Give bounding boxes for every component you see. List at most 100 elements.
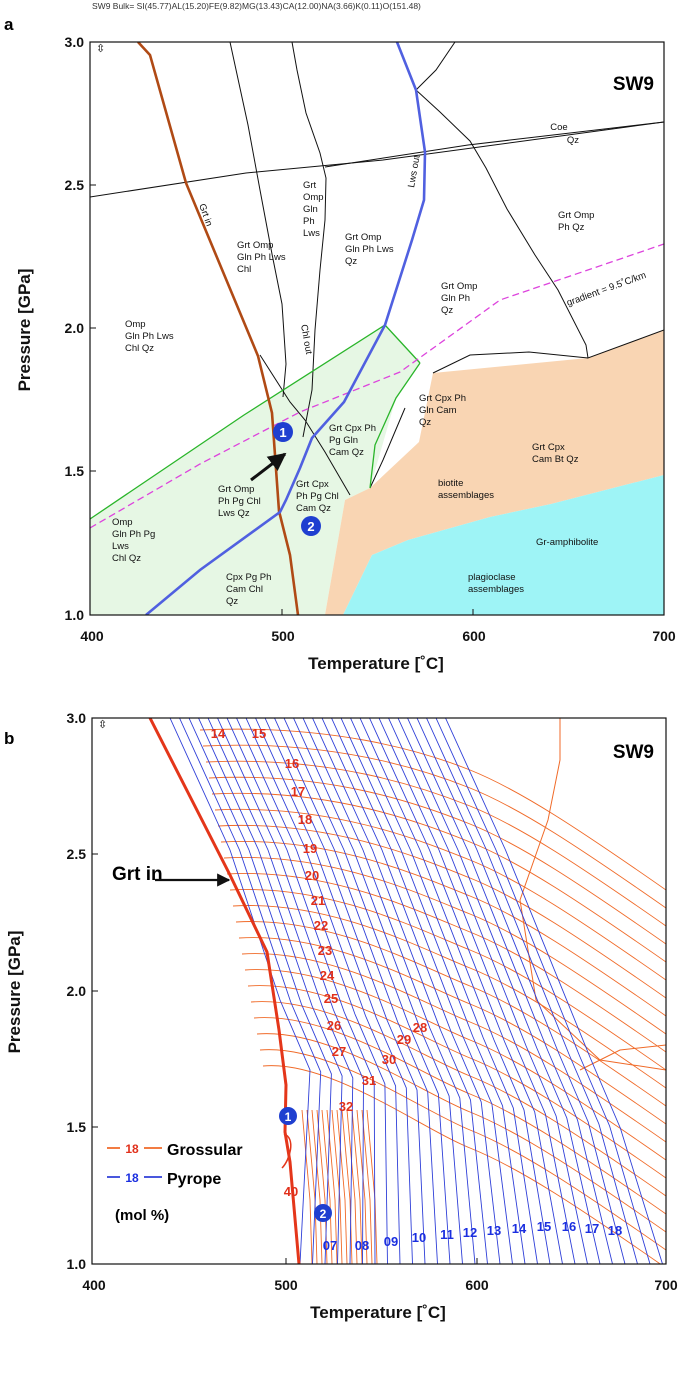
grossular-isopleth bbox=[199, 728, 666, 891]
panel-a-letter: a bbox=[4, 15, 14, 34]
pyrope-isopleth bbox=[255, 718, 413, 1264]
grossular-isopleth-dense bbox=[346, 1109, 358, 1264]
grossular-40-loop bbox=[281, 1133, 292, 1169]
svg-text:16: 16 bbox=[285, 756, 299, 771]
pyrope-isopleth bbox=[378, 718, 576, 1264]
svg-text:1: 1 bbox=[285, 1110, 292, 1124]
svg-text:14: 14 bbox=[211, 726, 226, 741]
grossular-isopleth bbox=[259, 1049, 666, 1251]
pyrope-isopleth bbox=[274, 718, 438, 1264]
grossular-isopleth bbox=[202, 744, 666, 909]
svg-text:700: 700 bbox=[654, 1277, 678, 1293]
grossular-isopleth-dense bbox=[341, 1109, 353, 1264]
svg-text:17: 17 bbox=[291, 784, 305, 799]
pyrope-isopleth bbox=[359, 718, 551, 1264]
marker-2: 2 bbox=[301, 516, 321, 536]
pyrope-isopleth bbox=[198, 718, 343, 1264]
svg-text:1.5: 1.5 bbox=[67, 1119, 87, 1135]
pyrope-isopleth bbox=[217, 718, 364, 1264]
field-gr-amphibolite: Gr-amphibolite bbox=[536, 537, 598, 548]
pyrope-isopleth bbox=[445, 718, 663, 1264]
svg-text:13: 13 bbox=[487, 1223, 501, 1238]
svg-text:08: 08 bbox=[355, 1238, 369, 1253]
marker-2-b: 2 bbox=[314, 1204, 332, 1222]
grossular-isopleth-dense bbox=[321, 1109, 333, 1264]
legend: 18 Grossular 18 Pyrope (mol %) bbox=[107, 1141, 243, 1224]
reaction-lines bbox=[90, 42, 664, 496]
grossular-isopleth bbox=[211, 792, 666, 963]
svg-text:30: 30 bbox=[382, 1052, 396, 1067]
pyrope-isopleth bbox=[169, 718, 311, 1264]
panel-a-y-label: Pressure [GPa] bbox=[15, 269, 34, 392]
geothermal-gradient-line bbox=[90, 243, 664, 529]
plagioclase-assemblages-field bbox=[343, 475, 664, 615]
grossular-isopleth bbox=[253, 1017, 666, 1215]
svg-text:1: 1 bbox=[279, 425, 286, 440]
pyrope-isopleth bbox=[350, 718, 538, 1264]
legend-unit: (mol %) bbox=[115, 1207, 169, 1224]
biotite-assemblages-field bbox=[325, 330, 664, 615]
svg-text:09: 09 bbox=[384, 1234, 398, 1249]
pyrope-isopleth bbox=[188, 718, 332, 1264]
grossular-isopleth-dense bbox=[301, 1109, 313, 1264]
svg-text:2.0: 2.0 bbox=[65, 320, 85, 336]
svg-text:15: 15 bbox=[537, 1219, 551, 1234]
legend-pyrope-label: Pyrope bbox=[167, 1171, 221, 1188]
pyrope-isopleth bbox=[179, 718, 322, 1264]
pyrope-isopleth bbox=[435, 718, 651, 1264]
svg-text:25: 25 bbox=[324, 991, 338, 1006]
legend-grossular-key: 18 bbox=[125, 1142, 139, 1156]
grossular-isopleth bbox=[235, 921, 666, 1107]
grossular-isopleth bbox=[232, 905, 666, 1089]
pyrope-isopleth bbox=[245, 718, 401, 1264]
grossular-isopleth-outer bbox=[579, 1044, 666, 1071]
field-coe-qz: CoeQz bbox=[550, 122, 579, 146]
pyrope-isopleth bbox=[312, 718, 488, 1264]
grossular-isopleth bbox=[214, 808, 666, 981]
green-field-boundary bbox=[90, 324, 421, 520]
pyrope-isopleth bbox=[226, 718, 376, 1264]
svg-text:19: 19 bbox=[303, 841, 317, 856]
grossular-isopleth bbox=[229, 889, 666, 1071]
svg-text:32: 32 bbox=[339, 1099, 353, 1114]
pyrope-isopleth bbox=[264, 718, 426, 1264]
panel-b-y-ticks: 1.0 1.5 2.0 2.5 3.0 bbox=[67, 710, 87, 1272]
panel-b-plot bbox=[148, 718, 666, 1264]
svg-text:2.5: 2.5 bbox=[67, 846, 87, 862]
grossular-isopleth-dense bbox=[316, 1109, 328, 1264]
svg-text:500: 500 bbox=[274, 1277, 298, 1293]
svg-text:23: 23 bbox=[318, 943, 332, 958]
grossular-isopleth bbox=[223, 856, 666, 1035]
svg-text:3.0: 3.0 bbox=[67, 710, 87, 726]
pyrope-isopleth bbox=[283, 718, 451, 1264]
grossular-isopleth bbox=[262, 1065, 662, 1264]
panel-b-corner-symbol: ⇳ bbox=[98, 719, 107, 731]
legend-pyrope-key: 18 bbox=[125, 1171, 139, 1185]
svg-text:18: 18 bbox=[608, 1223, 622, 1238]
pyrope-isopleths bbox=[169, 718, 663, 1264]
svg-text:3.0: 3.0 bbox=[65, 34, 85, 50]
panel-b: b ⇳ SW9 Grt in 14 15 16 17 18 19 20 21 2… bbox=[4, 710, 678, 1322]
svg-text:29: 29 bbox=[397, 1032, 411, 1047]
svg-text:17: 17 bbox=[585, 1221, 599, 1236]
panel-b-ticks bbox=[91, 717, 667, 1265]
svg-text:2: 2 bbox=[320, 1207, 327, 1221]
svg-text:600: 600 bbox=[465, 1277, 489, 1293]
svg-text:26: 26 bbox=[327, 1018, 341, 1033]
path-arrow bbox=[250, 452, 287, 482]
pyrope-isopleth bbox=[388, 718, 588, 1264]
grossular-isopleth bbox=[205, 760, 666, 927]
panel-a-y-ticks: 1.0 1.5 2.0 2.5 3.0 bbox=[65, 34, 85, 623]
marker-1: 1 bbox=[273, 422, 293, 442]
legend-grossular-label: Grossular bbox=[167, 1142, 243, 1159]
